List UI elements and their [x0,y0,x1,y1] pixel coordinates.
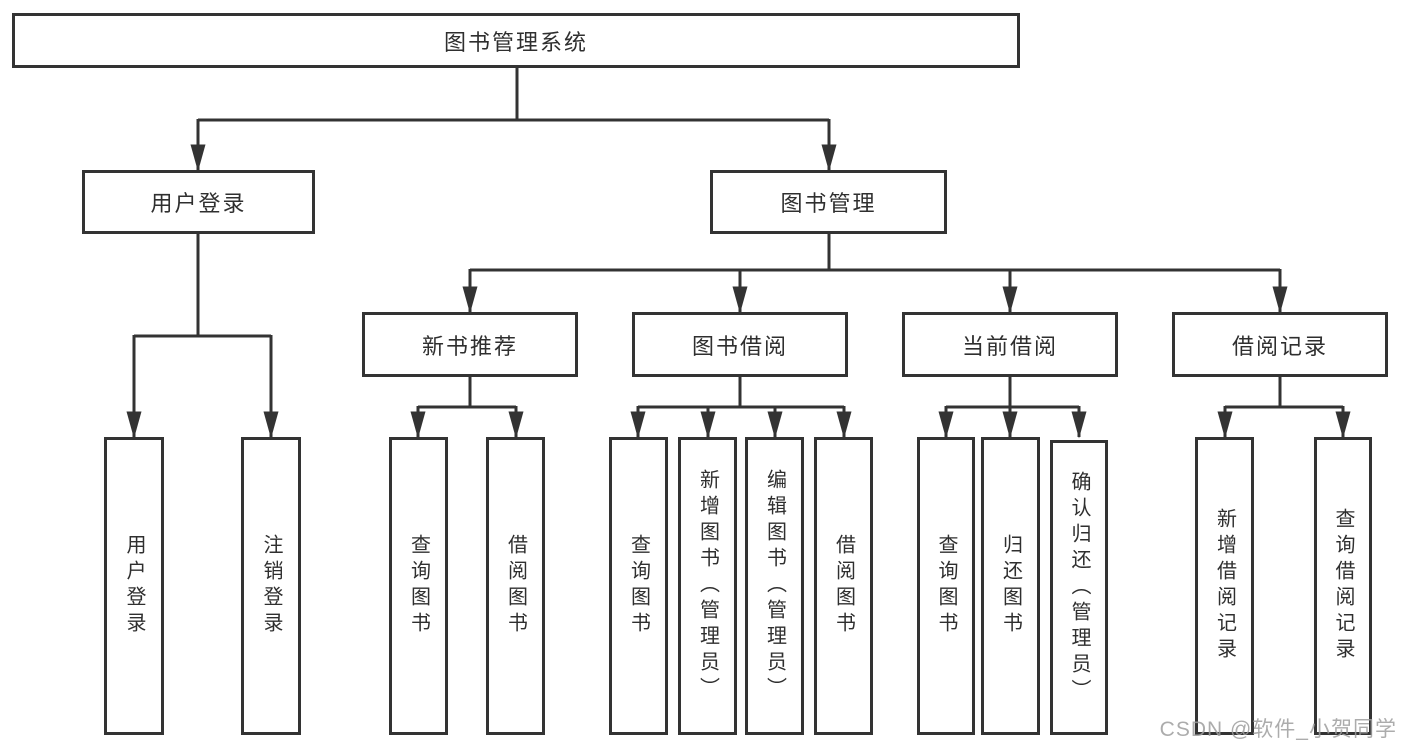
csdn-watermark: CSDN @软件_小贺同学 [1159,718,1397,741]
leaf-label: 借阅图书 [504,534,527,638]
node-new-book-recommendation: 新书推荐 [362,312,578,377]
leaf-edit-books-admin: 编辑图书（管理员） [745,437,804,735]
node-book-borrowing: 图书借阅 [632,312,848,377]
leaf-add-borrow-record: 新增借阅记录 [1195,437,1254,735]
leaf-borrow-books: 借阅图书 [814,437,873,735]
leaf-return-books: 归还图书 [981,437,1040,735]
node-library-system: 图书管理系统 [12,13,1020,68]
leaf-label: 新增借阅记录 [1213,508,1236,664]
leaf-label: 归还图书 [999,534,1022,638]
leaf-label: 用户登录 [123,534,145,638]
leaf-label: 借阅图书 [832,534,855,638]
node-current-borrowing: 当前借阅 [902,312,1118,377]
leaf-query-books-current: 查询图书 [917,437,975,735]
leaf-query-books-borrowing: 查询图书 [609,437,668,735]
leaf-user-login: 用户登录 [104,437,164,735]
leaf-label: 确认归还（管理员） [1068,470,1090,705]
node-user-login-module: 用户登录 [82,170,315,234]
leaf-label: 查询图书 [935,534,957,638]
leaf-logout: 注销登录 [241,437,301,735]
node-book-management: 图书管理 [710,170,947,234]
leaf-label: 新增图书（管理员） [696,469,719,703]
leaf-confirm-return-admin: 确认归还（管理员） [1050,440,1108,735]
leaf-borrow-books-recommend: 借阅图书 [486,437,545,735]
leaf-label: 编辑图书（管理员） [763,469,786,703]
node-borrowing-records: 借阅记录 [1172,312,1388,377]
leaf-label: 注销登录 [260,534,282,638]
leaf-query-books-recommend: 查询图书 [389,437,448,735]
leaf-add-books-admin: 新增图书（管理员） [678,437,737,735]
leaf-label: 查询图书 [407,534,430,638]
leaf-label: 查询借阅记录 [1332,508,1354,664]
leaf-query-borrow-record: 查询借阅记录 [1314,437,1372,735]
tree-skeleton [134,68,1343,409]
leaf-label: 查询图书 [627,534,650,638]
